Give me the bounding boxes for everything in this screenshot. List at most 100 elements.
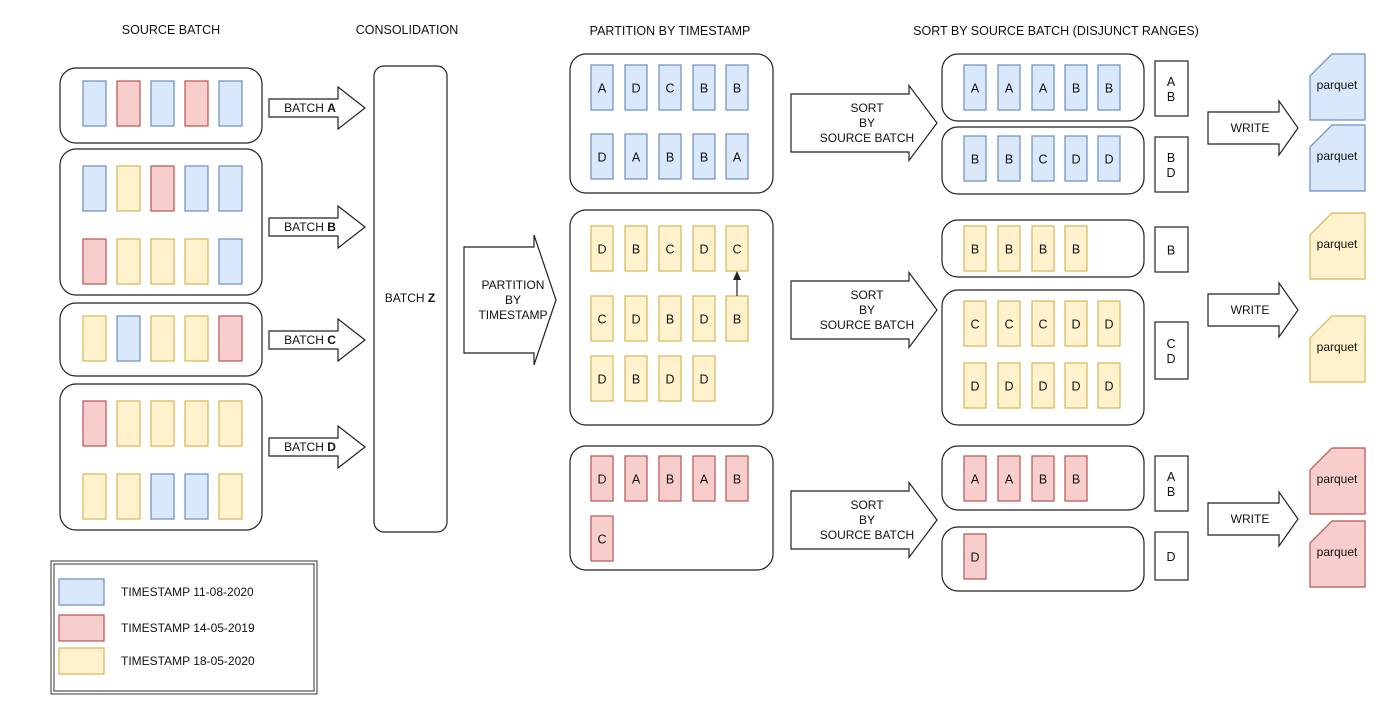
record-rect — [82, 238, 107, 285]
write-label: WRITE — [1231, 121, 1270, 135]
source-record-red — [82, 238, 107, 285]
record-label: B — [971, 243, 979, 257]
batch-z-label: BATCH Z — [385, 291, 435, 305]
record-rect — [658, 295, 682, 342]
batch-label-letter: D — [327, 440, 336, 454]
range-label: B — [1167, 485, 1175, 499]
record-rect — [963, 533, 987, 580]
batch-label-prefix: BATCH — [284, 440, 327, 454]
record-label: B — [733, 473, 741, 487]
record-label: B — [1039, 243, 1047, 257]
source-record-yellow — [218, 473, 243, 520]
sort-arrow-line: SORT — [850, 101, 884, 115]
file-shape — [1309, 520, 1366, 588]
batch-arrow — [268, 204, 366, 250]
record-label: A — [598, 82, 607, 96]
partition-record: C — [590, 295, 614, 342]
sort-arrow-line: SOURCE BATCH — [820, 131, 914, 145]
record-rect — [658, 64, 682, 111]
record-label: D — [631, 313, 640, 327]
record-rect — [692, 455, 716, 502]
record-label: D — [1071, 380, 1080, 394]
sorted-record: A — [997, 64, 1021, 111]
source-record-yellow — [150, 315, 175, 362]
source-record-blue — [82, 80, 107, 127]
partition-arrow-line: PARTITION — [482, 278, 545, 292]
record-label: A — [700, 473, 709, 487]
partition-record: D — [590, 455, 614, 502]
record-label: C — [597, 533, 606, 547]
record-label: D — [597, 243, 606, 257]
source-record-yellow — [116, 238, 141, 285]
record-rect — [692, 64, 716, 111]
source-record-blue — [218, 238, 243, 285]
sort-arrow-line: SORT — [850, 498, 884, 512]
record-rect — [1064, 64, 1088, 111]
sorted-record: C — [1031, 135, 1055, 182]
record-rect — [150, 80, 175, 127]
range-label: D — [1166, 166, 1175, 180]
record-label: C — [665, 243, 674, 257]
sort-arrow-line: SORT — [850, 288, 884, 302]
batch-label-prefix: BATCH — [284, 220, 327, 234]
partition-record: B — [658, 133, 682, 180]
partition-record: A — [692, 455, 716, 502]
partition-record: B — [725, 64, 749, 111]
record-rect — [1064, 135, 1088, 182]
partition-record: D — [658, 355, 682, 402]
source-record-blue — [150, 473, 175, 520]
partition-group — [569, 445, 774, 571]
consolidation-batch-z — [373, 65, 448, 533]
parquet-file-icon: parquet — [1309, 520, 1366, 588]
record-rect — [150, 315, 175, 362]
record-label: B — [666, 313, 674, 327]
record-rect — [624, 225, 648, 272]
source-record-yellow — [184, 238, 209, 285]
record-rect — [997, 225, 1021, 272]
partition-arrow — [463, 234, 557, 366]
record-rect — [963, 225, 987, 272]
record-rect — [624, 455, 648, 502]
range-label: B — [1167, 151, 1175, 165]
source-batch-group — [59, 383, 263, 531]
source-record-red — [184, 80, 209, 127]
range-label: A — [1167, 75, 1176, 89]
record-rect — [725, 133, 749, 180]
source-record-yellow — [116, 165, 141, 212]
record-label: D — [1104, 153, 1113, 167]
range-label: B — [1167, 244, 1175, 258]
partition-record: B — [692, 133, 716, 180]
source-record-yellow — [116, 400, 141, 447]
record-label: D — [699, 313, 708, 327]
header-consolidation: CONSOLIDATION — [356, 23, 459, 37]
write-arrow — [1207, 490, 1299, 548]
parquet-file-icon: parquet — [1309, 53, 1366, 121]
sort-arrow — [790, 480, 938, 560]
record-label: B — [1072, 82, 1080, 96]
parquet-label: parquet — [1317, 545, 1358, 559]
record-rect — [184, 80, 209, 127]
file-shape — [1309, 212, 1366, 280]
partition-record: D — [692, 225, 716, 272]
file-shape — [1309, 315, 1366, 383]
record-rect — [963, 64, 987, 111]
partition-record: D — [692, 295, 716, 342]
record-rect — [658, 225, 682, 272]
partition-record: C — [590, 515, 614, 562]
source-record-yellow — [184, 400, 209, 447]
sort-arrow — [790, 270, 938, 350]
sorted-record: B — [963, 225, 987, 272]
record-rect — [624, 64, 648, 111]
record-rect — [82, 80, 107, 127]
sorted-record: A — [1031, 64, 1055, 111]
sorted-record: B — [963, 135, 987, 182]
record-label: B — [733, 313, 741, 327]
record-rect — [1031, 135, 1055, 182]
record-rect — [997, 455, 1021, 502]
range-label: D — [1166, 352, 1175, 366]
record-rect — [116, 238, 141, 285]
record-label: B — [1005, 243, 1013, 257]
source-record-blue — [82, 165, 107, 212]
record-rect — [590, 455, 614, 502]
record-rect — [963, 455, 987, 502]
